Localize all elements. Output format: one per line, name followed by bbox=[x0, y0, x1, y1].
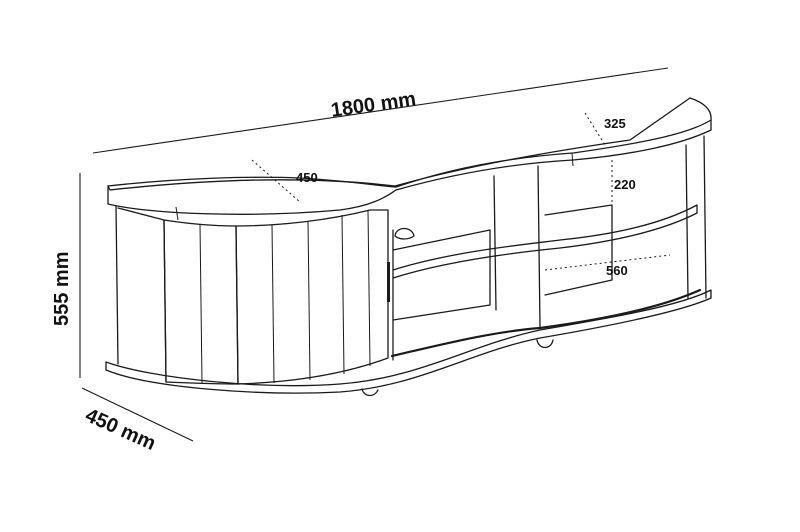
door-plank-line-3 bbox=[307, 220, 311, 381]
top-depth-guide-left bbox=[251, 159, 301, 203]
width-label: 1800 mm bbox=[330, 88, 418, 122]
cabinet-top-back-edge bbox=[107, 176, 397, 188]
right-side-inner-edge bbox=[685, 144, 689, 299]
dimension-labels: 1800 mm 555 mm 450 mm 450 325 220 560 bbox=[51, 88, 636, 455]
top-depth-guide-right bbox=[584, 112, 606, 146]
cabinet-bottom-base bbox=[105, 289, 712, 394]
middle-shelf bbox=[392, 204, 698, 279]
vertical-divider-front bbox=[537, 165, 541, 328]
left-side-panel bbox=[117, 207, 167, 383]
height-label: 555 mm bbox=[51, 252, 73, 327]
top-seam-right bbox=[571, 152, 574, 167]
cabinet-top-surface bbox=[107, 97, 712, 191]
door-right bbox=[235, 209, 389, 385]
shelf-width-label: 560 bbox=[606, 263, 628, 278]
depth-dimension-line bbox=[81, 387, 194, 442]
right-compartment-back bbox=[544, 204, 613, 296]
cabinet-bottom-edge-highlight bbox=[390, 288, 702, 358]
top-seam-left bbox=[175, 206, 179, 221]
cabinet bbox=[105, 97, 712, 397]
left-side-edge bbox=[115, 205, 119, 365]
depth-label: 450 mm bbox=[82, 404, 159, 454]
door-plank-line-4 bbox=[341, 214, 345, 375]
door-plank-line-5 bbox=[367, 209, 371, 367]
cable-grommet bbox=[394, 227, 415, 240]
vertical-divider-back bbox=[493, 175, 497, 311]
door-plank-line-2 bbox=[271, 224, 275, 384]
door-plank-line-1 bbox=[199, 223, 203, 384]
right-side-outer-edge bbox=[703, 135, 707, 299]
foot-right bbox=[536, 339, 554, 349]
door-handle bbox=[387, 262, 390, 302]
dimension-lines bbox=[79, 67, 669, 442]
shelf-width-guide bbox=[544, 254, 671, 271]
left-compartment-back bbox=[392, 229, 491, 321]
foot-left bbox=[361, 388, 379, 397]
cabinet-top-front-edge bbox=[107, 186, 397, 215]
right-depth-label: 325 bbox=[604, 116, 626, 131]
shelf-height-label: 220 bbox=[614, 177, 636, 192]
width-dimension-line bbox=[92, 67, 669, 154]
left-depth-label: 450 bbox=[296, 170, 318, 185]
